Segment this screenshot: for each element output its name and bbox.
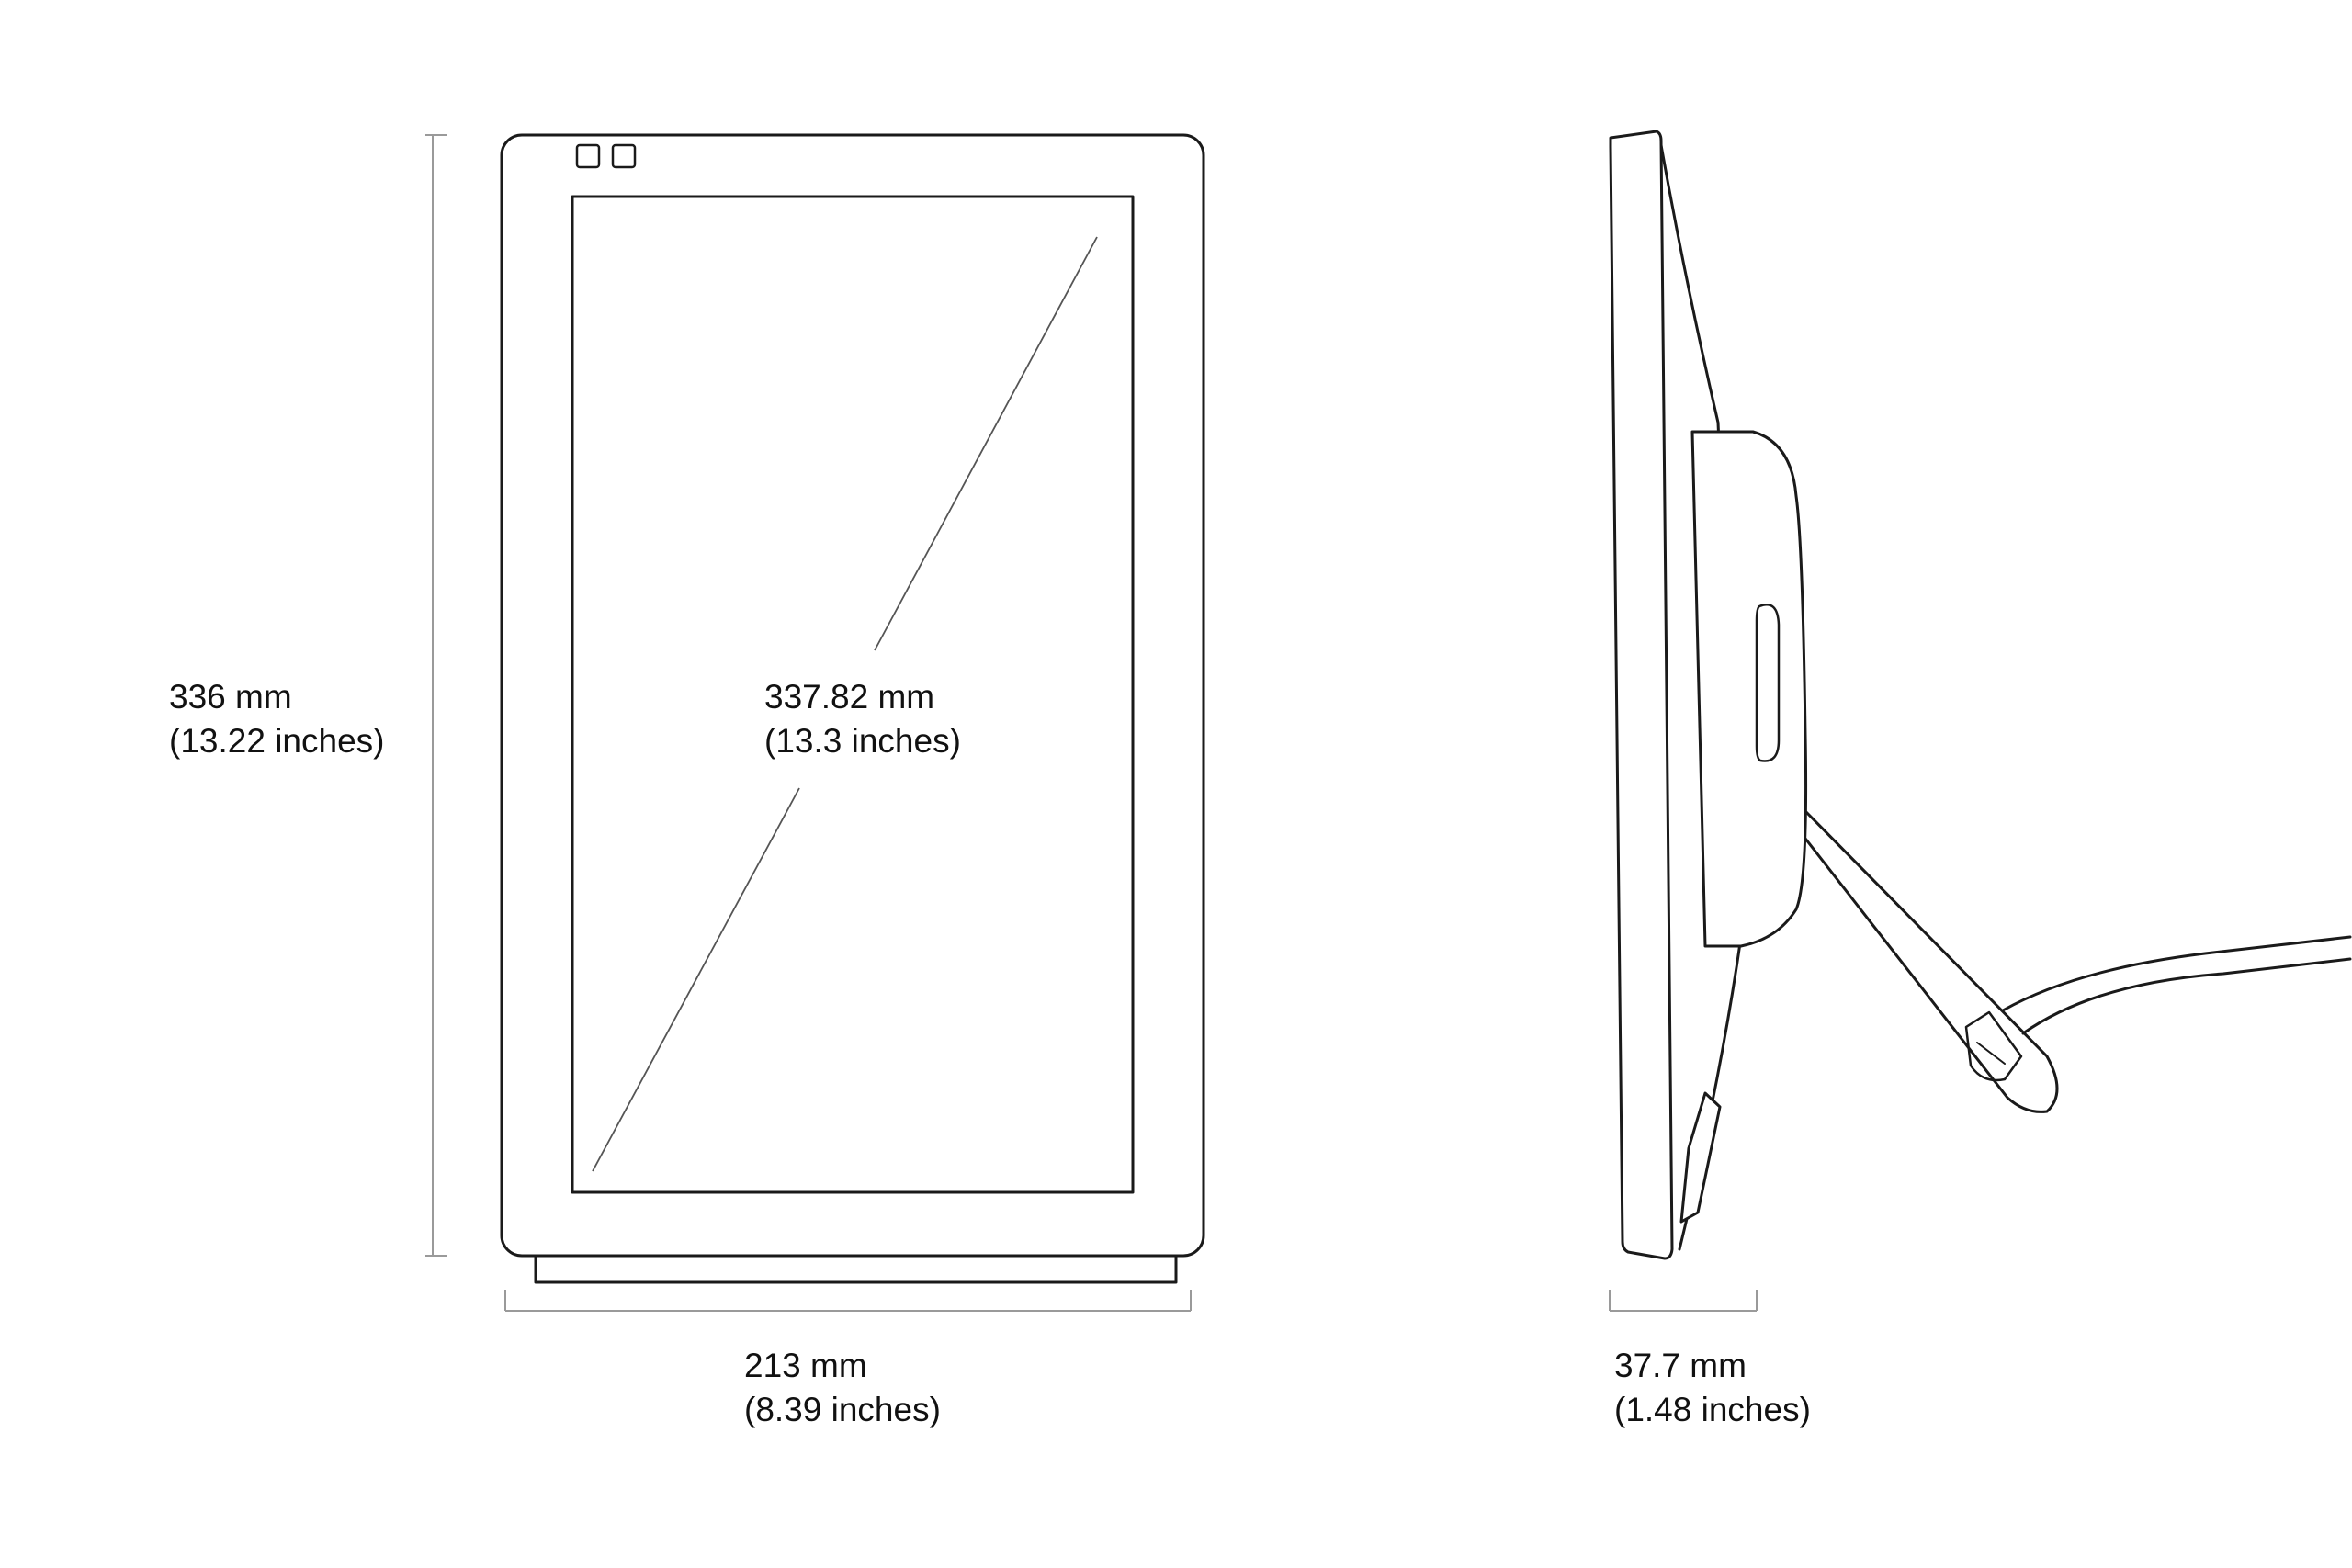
screen-area	[571, 195, 1135, 1194]
side-rear-module	[1690, 430, 1808, 948]
height-dimension-mm: 336 mm	[169, 678, 292, 716]
diagonal-dimension-line	[592, 236, 1098, 1172]
depth-dimension-bracket	[1609, 1290, 1758, 1312]
sensor-square-left	[575, 143, 601, 169]
side-lower-foot	[1679, 1091, 1722, 1224]
height-dimension-inches: (13.22 inches)	[169, 722, 385, 760]
height-dimension-label: 336 mm (13.22 inches)	[169, 675, 384, 763]
side-cable-connector	[1964, 1010, 2023, 1082]
side-front-panel	[1609, 130, 1674, 1260]
diagonal-dimension-mm: 337.82 mm	[764, 678, 935, 716]
depth-dimension-label: 37.7 mm (1.48 inches)	[1614, 1344, 1811, 1432]
diagonal-dimension-label: 337.82 mm (13.3 inches)	[764, 675, 961, 763]
depth-dimension-mm: 37.7 mm	[1614, 1347, 1747, 1384]
diagonal-dimension-inches: (13.3 inches)	[764, 722, 961, 760]
side-module-slot	[1755, 604, 1781, 762]
depth-dimension-inches: (1.48 inches)	[1614, 1391, 1811, 1428]
width-dimension-label: 213 mm (8.39 inches)	[744, 1344, 941, 1432]
device-bezel	[500, 133, 1205, 1258]
front-view	[500, 133, 1205, 1284]
width-dimension-bracket	[504, 1290, 1192, 1312]
height-dimension-bracket	[425, 134, 447, 1257]
side-kickstand	[1794, 807, 2059, 1113]
side-view	[1609, 130, 2352, 1260]
width-dimension-mm: 213 mm	[744, 1347, 867, 1384]
width-dimension-inches: (8.39 inches)	[744, 1391, 941, 1428]
side-cable-top	[2001, 935, 2352, 1012]
sensor-square-right	[611, 143, 637, 169]
side-cable-bottom	[2021, 957, 2352, 1035]
